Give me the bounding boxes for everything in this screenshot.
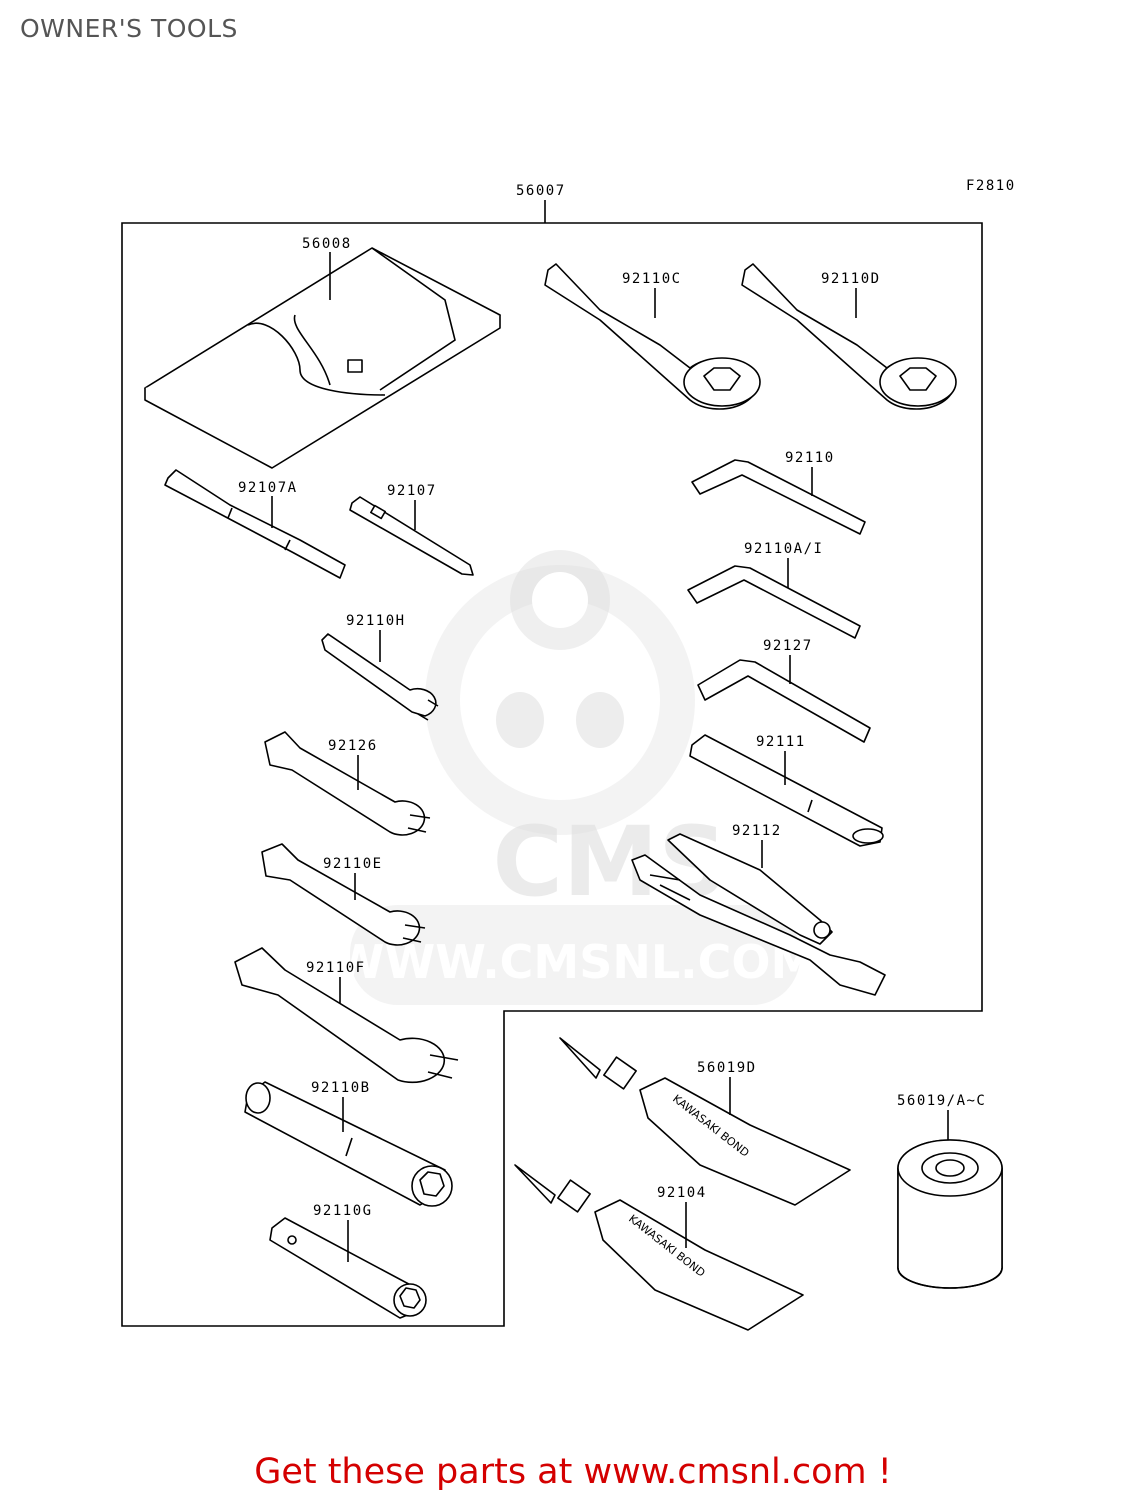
callout-92110b: 92110B [311,1080,371,1096]
box-wrench-92110d-icon [741,263,957,410]
watermark-mascot-icon [425,550,695,835]
screwdriver-grip-92107-icon [349,496,474,576]
pliers-92112-icon [631,833,886,996]
callout-92110h: 92110H [346,613,406,629]
kit-outline [121,222,983,1327]
page-title: OWNER'S TOOLS [20,14,238,43]
hex-key-92110-icon [691,459,866,535]
callout-92110e: 92110E [323,856,383,872]
callout-92127: 92127 [763,638,813,654]
spanner-92110e-icon [261,843,426,946]
callout-56007: 56007 [516,183,566,199]
callout-56019ac: 56019/A~C [897,1093,986,1109]
callout-92110d: 92110D [821,271,881,287]
callout-56008: 56008 [302,236,352,252]
hex-key-92127-icon [697,659,871,743]
wrench-92110h-icon [321,633,439,721]
bond-can-56019ac-icon [897,1139,1003,1289]
callout-92104: 92104 [657,1185,707,1201]
promo-link[interactable]: Get these parts at www.cmsnl.com ! [254,1452,892,1492]
callout-92110g: 92110G [313,1203,373,1219]
hex-key-92110ai-icon [687,565,861,639]
callout-92107: 92107 [387,483,437,499]
callout-92107a: 92107A [238,480,298,496]
figure-code: F2810 [966,178,1016,194]
callout-92110ai: 92110A/I [744,541,823,557]
socket-wrench-92110b-icon [244,1081,453,1207]
tool-bag-icon [144,247,501,469]
socket-wrench-92110g-icon [269,1217,427,1319]
callout-92112: 92112 [732,823,782,839]
callout-56019d: 56019D [697,1060,757,1076]
extension-bar-92111-icon [689,734,884,847]
callout-92111: 92111 [756,734,806,750]
callout-92126: 92126 [328,738,378,754]
callout-92110c: 92110C [622,271,682,287]
callout-92110f: 92110F [306,960,366,976]
watermark-url: WWW.CMSNL.COM [334,935,817,989]
screwdriver-bit-92107a-icon [164,469,346,579]
spanner-92126-icon [264,731,431,836]
callout-92110: 92110 [785,450,835,466]
box-wrench-92110c-icon [544,263,761,410]
spanner-92110f-icon [234,947,459,1084]
owners-tools-diagram: CMS WWW.CMSNL.COM 56007 F2810 56008 9211… [121,178,1016,1331]
